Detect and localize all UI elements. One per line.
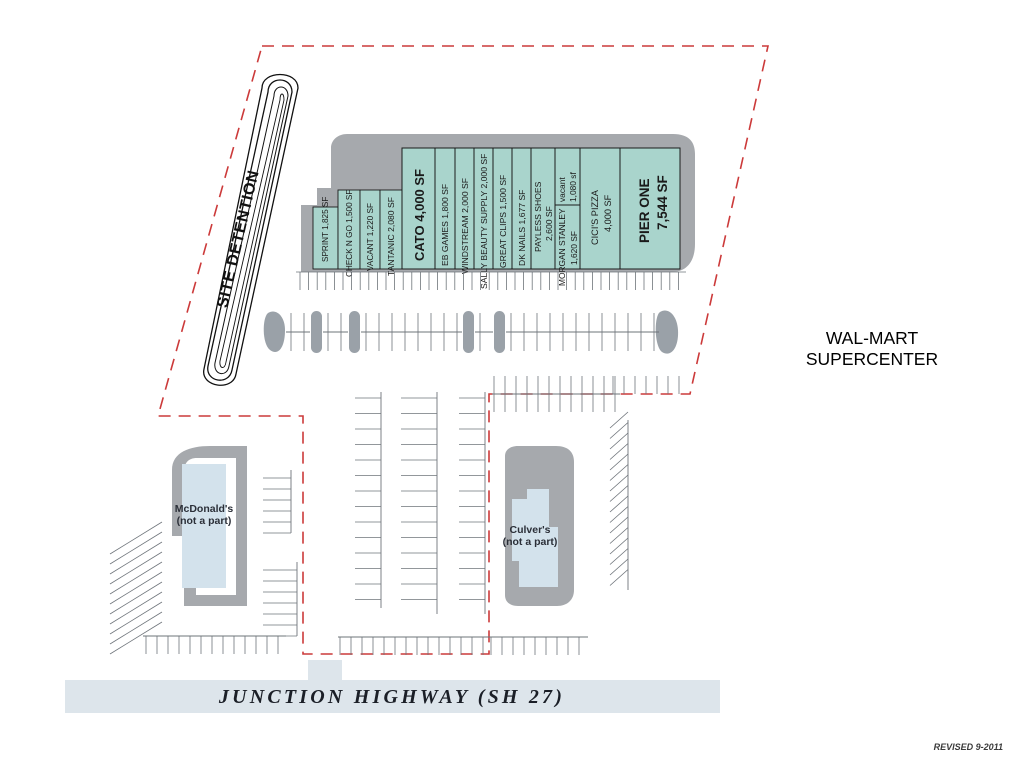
parking-stall-line [609, 485, 629, 502]
tenant-unit-pier-one[interactable]: PIER ONE 7,544 SF [619, 147, 681, 270]
outparcel-mcdonalds[interactable]: McDonald's (not a part) [172, 446, 247, 606]
parking-island [349, 311, 360, 353]
parking-stall-line [109, 621, 163, 655]
culvers-label-line2: (not a part) [503, 536, 558, 548]
revision-note: REVISED 9-2011 [934, 742, 1003, 752]
parking-stall-line [609, 495, 629, 513]
junction-highway-label: JUNCTION HIGHWAY (SH 27) [218, 686, 565, 708]
unit-label-cicis-pizza-name: CICI'S PIZZA [590, 189, 600, 245]
anchor-label-wal-mart: WAL-MART SUPERCENTER [806, 328, 938, 369]
mcdonalds-label-line1: McDonald's [175, 503, 234, 515]
tenant-unit-check-n-go[interactable]: CHECK N GO 1,500 SF [337, 189, 361, 277]
tenant-unit-vacant-1080[interactable]: vacant 1,080 sf [554, 147, 581, 206]
unit-label-tantanic: TANTANIC 2,080 SF [386, 197, 396, 276]
highway-band [65, 680, 720, 713]
parking-stall-line [609, 527, 629, 544]
parking-island [263, 311, 285, 352]
parking-stall-line [609, 453, 629, 471]
tenant-unit-cicis-pizza[interactable]: CICI'S PIZZA 4,000 SF [579, 147, 621, 270]
tenant-unit-morgan-stanley[interactable]: MORGAN STANLEY 1,620 SF [554, 204, 581, 286]
tenant-unit-windstream[interactable]: WINDSTREAM 2,000 SF [454, 147, 475, 274]
tenant-unit-cato[interactable]: CATO 4,000 SF [401, 147, 436, 270]
parking-stall-line [109, 561, 163, 595]
storefront-parking-stalls [296, 271, 686, 290]
wal-mart-label-line1: WAL-MART [826, 328, 919, 348]
hatched-landscape-band-east [609, 411, 629, 590]
mcdonalds-label-line2: (not a part) [177, 515, 232, 527]
junction-highway: JUNCTION HIGHWAY (SH 27) [65, 660, 720, 713]
parking-island [311, 311, 322, 353]
culvers-label-line1: Culver's [509, 524, 550, 536]
unit-label-pier-one-area: 7,544 SF [655, 175, 670, 230]
parking-row-northeast [492, 376, 680, 412]
parking-stall-line [609, 537, 629, 555]
parking-row-south [143, 470, 588, 655]
parking-island [494, 311, 505, 353]
culvers-building [512, 489, 558, 587]
unit-label-morgan-stanley-area: 1,620 SF [569, 231, 579, 265]
parking-stall-line [609, 411, 629, 429]
parking-stall-line [109, 521, 163, 555]
mcdonalds-building [182, 464, 226, 588]
tenant-unit-eb-games[interactable]: EB GAMES 1,800 SF [434, 147, 456, 270]
unit-label-eb-games: EB GAMES 1,800 SF [440, 184, 450, 266]
parking-stall-line [609, 548, 629, 565]
unit-label-payless-shoes-area: 2,600 SF [544, 206, 554, 241]
tenant-unit-vacant-1220[interactable]: VACANT 1,220 SF [359, 189, 381, 271]
unit-label-check-n-go: CHECK N GO 1,500 SF [345, 190, 354, 277]
outparcel-culvers[interactable]: Culver's (not a part) [503, 446, 574, 606]
parking-stall-line [109, 611, 163, 645]
parking-stall-line [609, 516, 629, 534]
tenant-unit-payless-shoes[interactable]: PAYLESS SHOES 2,600 SF [530, 147, 556, 270]
parking-stall-line [109, 531, 163, 565]
parking-stall-line [609, 506, 629, 523]
parking-stall-line [609, 569, 629, 586]
property-boundary-line [156, 45, 769, 655]
unit-label-sally-beauty: SALLY BEAUTY SUPPLY 2,000 SF [479, 154, 489, 289]
mcdonalds-pad-surround [184, 446, 247, 606]
parking-stall-line [609, 422, 629, 439]
unit-label-cicis-pizza-area: 4,000 SF [603, 194, 613, 232]
unit-label-pier-one-name: PIER ONE [637, 178, 652, 243]
unit-label-payless-shoes-name: PAYLESS SHOES [533, 181, 543, 252]
parking-island [463, 311, 474, 353]
parking-stall-line [109, 551, 163, 585]
unit-label-cato: CATO 4,000 SF [412, 169, 427, 261]
tenant-unit-dk-nails[interactable]: DK NAILS 1,677 SF [511, 147, 532, 270]
tenant-unit-sprint[interactable]: SPRINT 1,825 SF [312, 197, 339, 270]
unit-label-morgan-stanley-name: MORGAN STANLEY [557, 208, 567, 286]
tenant-unit-tantanic[interactable]: TANTANIC 2,080 SF [379, 189, 403, 276]
parking-stall-line [609, 474, 629, 492]
tenant-unit-great-clips[interactable]: GREAT CLIPS 1,500 SF [492, 147, 513, 270]
parking-stall-line [109, 591, 163, 625]
parking-row-upper [263, 310, 679, 354]
parking-stall-line [109, 601, 163, 635]
parking-stall-line [609, 464, 629, 481]
hatched-landscape-band-west [109, 521, 163, 655]
unit-label-great-clips: GREAT CLIPS 1,500 SF [498, 175, 508, 268]
unit-label-vacant-1220: VACANT 1,220 SF [366, 203, 375, 271]
parking-island [655, 310, 679, 354]
wal-mart-label-line2: SUPERCENTER [806, 349, 938, 369]
parking-field-middle [355, 392, 486, 614]
unit-label-vacant-1080-name: vacant [557, 177, 567, 202]
parking-stall-line [109, 581, 163, 615]
unit-label-windstream: WINDSTREAM 2,000 SF [460, 178, 470, 274]
site-detention-pond: SITE DETENTION [203, 74, 299, 386]
unit-label-dk-nails: DK NAILS 1,677 SF [517, 190, 527, 266]
parking-stall-line [109, 541, 163, 575]
unit-label-vacant-1080-area: 1,080 sf [568, 172, 578, 202]
parking-stall-line [609, 443, 629, 460]
parking-stall-line [609, 432, 629, 450]
parking-stall-line [609, 558, 629, 576]
tenant-unit-sally-beauty[interactable]: SALLY BEAUTY SUPPLY 2,000 SF [473, 147, 494, 289]
parking-stall-line [109, 571, 163, 605]
unit-label-sprint: SPRINT 1,825 SF [321, 197, 330, 262]
